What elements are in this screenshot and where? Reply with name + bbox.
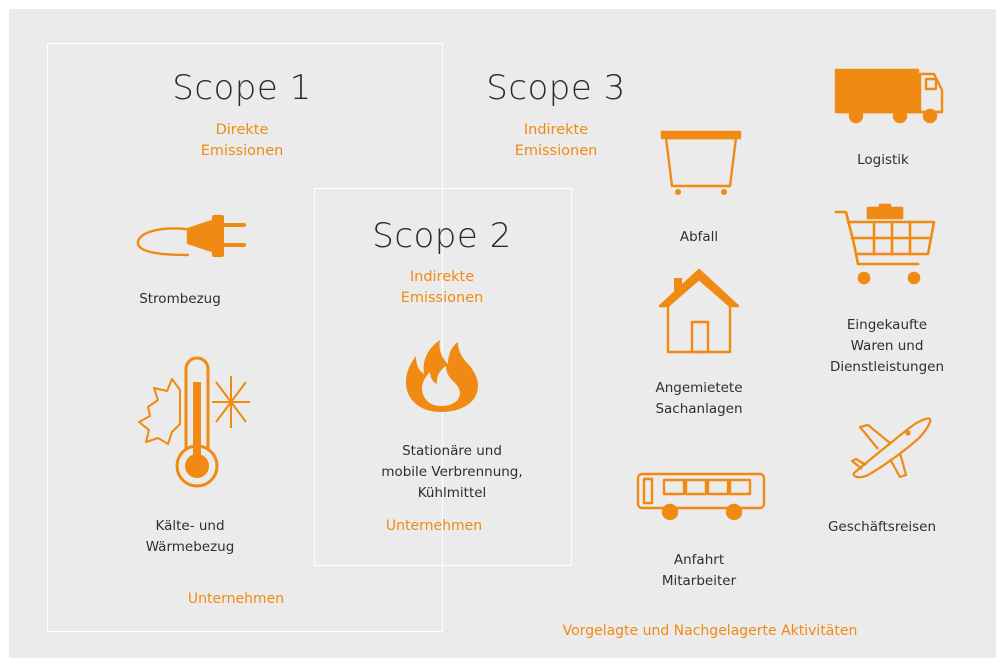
shopping-cart-icon [834, 203, 936, 285]
bus-icon [636, 472, 766, 521]
scope2-title: Scope 2 [372, 216, 512, 256]
reisen-label: Geschäftsreisen [827, 519, 937, 535]
scope3-title: Scope 3 [486, 68, 626, 108]
scope3-footer: Vorgelagte und Nachgelagerte Aktivitäten [562, 623, 858, 639]
diagram-background [9, 9, 996, 658]
container-icon [660, 130, 742, 195]
anfahrt-label-1: Anfahrt [673, 552, 725, 568]
airplane-icon [850, 417, 932, 479]
angemietet-label-1: Angemietete [655, 380, 743, 396]
scope1-subtitle-1: Direkte [215, 122, 269, 138]
eingekauft-label-1: Eingekaufte [846, 317, 928, 333]
kaelte-label-2: Wärmebezug [145, 539, 235, 555]
eingekauft-label-2: Waren und [850, 338, 924, 354]
thermometer-icon [138, 356, 250, 488]
logistik-label: Logistik [857, 152, 909, 168]
scope2-frame [314, 188, 572, 566]
angemietet-label-2: Sachanlagen [655, 401, 743, 417]
scope2-subtitle-2: Emissionen [400, 290, 484, 306]
plug-icon [136, 215, 246, 257]
verbrennung-label-1: Stationäre und [402, 443, 502, 459]
kaelte-label-1: Kälte- und [155, 518, 225, 534]
scope3-subtitle-1: Indirekte [523, 122, 589, 138]
eingekauft-label-3: Dienstleistungen [829, 359, 944, 375]
scope1-subtitle-2: Emissionen [200, 143, 284, 159]
scope1-frame [47, 43, 443, 632]
scope2-footer: Unternehmen [385, 518, 483, 534]
scope3-subtitle-2: Emissionen [514, 143, 598, 159]
verbrennung-label-3: Kühlmittel [417, 485, 487, 501]
scope2-subtitle-1: Indirekte [409, 269, 475, 285]
scope1-title: Scope 1 [172, 68, 312, 108]
anfahrt-label-2: Mitarbeiter [661, 573, 737, 589]
truck-icon [834, 68, 944, 124]
abfall-label: Abfall [679, 229, 719, 245]
strombezug-label: Strombezug [139, 291, 221, 307]
flame-icon [406, 340, 478, 412]
verbrennung-label-2: mobile Verbrennung, [381, 464, 523, 480]
scope1-footer: Unternehmen [187, 591, 285, 607]
house-icon [658, 268, 740, 354]
